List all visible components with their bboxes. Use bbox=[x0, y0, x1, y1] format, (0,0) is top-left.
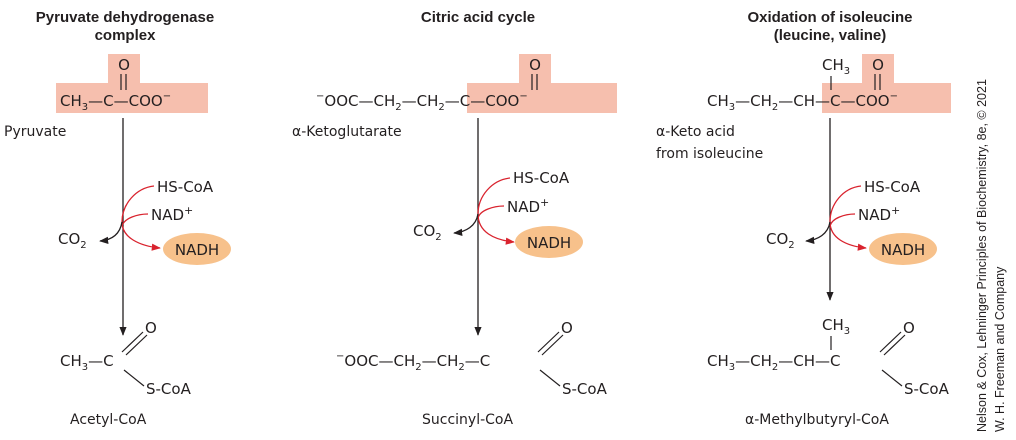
svg-text:O: O bbox=[145, 319, 157, 337]
svg-text:S-CoA: S-CoA bbox=[146, 380, 192, 398]
nadh-arrow-3 bbox=[829, 221, 867, 251]
substrate-name-pyruvate: Pyruvate bbox=[4, 124, 66, 140]
cofactor-hs-coa-1: HS-CoA bbox=[157, 178, 214, 196]
svg-text:CH3—C: CH3—C bbox=[60, 352, 114, 373]
panel-3-title-line1: Oxidation of isoleucine bbox=[747, 9, 912, 26]
product-nadh-1: NADH bbox=[175, 241, 219, 259]
svg-text:CH3: CH3 bbox=[822, 56, 850, 77]
svg-text:S-CoA: S-CoA bbox=[562, 380, 608, 398]
methylbutyryl-coa-structure: CH3 CH3—CH2—CH—C O S-CoA bbox=[707, 316, 950, 398]
svg-text:CH3—C—COO−: CH3—C—COO− bbox=[60, 91, 171, 113]
succinyl-coa-structure: −OOC—CH2—CH2—C O S-CoA bbox=[336, 319, 608, 398]
acetyl-coa-structure: CH3—C O S-CoA bbox=[60, 319, 192, 398]
co2-arrow-2 bbox=[453, 213, 479, 236]
svg-text:O: O bbox=[529, 56, 541, 74]
svg-text:−OOC—CH2—CH2—C: −OOC—CH2—CH2—C bbox=[336, 351, 490, 373]
cofactor-hs-coa-3: HS-CoA bbox=[864, 178, 921, 196]
product-name-succinyl-coa: Succinyl-CoA bbox=[422, 412, 513, 428]
credit-block: Nelson & Cox, Lehninger Principles of Bi… bbox=[975, 79, 1007, 432]
byproduct-co2-3: CO2 bbox=[766, 230, 795, 251]
svg-text:O: O bbox=[872, 56, 884, 74]
hs-coa-arrow-3 bbox=[829, 185, 862, 223]
svg-text:CH3: CH3 bbox=[822, 316, 850, 337]
nad-arrow-2 bbox=[477, 205, 505, 219]
nad-arrow-3 bbox=[829, 213, 856, 227]
panel-3-title-line2: (leucine, valine) bbox=[774, 27, 887, 44]
ketoglutarate-highlight bbox=[467, 54, 617, 113]
panel-isoleucine-oxidation: Oxidation of isoleucine (leucine, valine… bbox=[656, 9, 951, 428]
pyruvate-highlight bbox=[56, 54, 208, 113]
nadh-arrow-1 bbox=[121, 221, 161, 251]
hs-coa-arrow-2 bbox=[477, 177, 511, 215]
credit-line-2: W. H. Freeman and Company bbox=[993, 266, 1007, 432]
panel-2-title: Citric acid cycle bbox=[421, 9, 535, 26]
svg-text:S-CoA: S-CoA bbox=[904, 380, 950, 398]
svg-text:O: O bbox=[561, 319, 573, 337]
svg-text:CH3—CH2—CH—C: CH3—CH2—CH—C bbox=[707, 352, 841, 373]
nadh-badge-1 bbox=[163, 233, 231, 265]
panel-1-title-line2: complex bbox=[95, 27, 157, 44]
substrate-name-keto-acid-line1: α-Keto acid bbox=[656, 124, 735, 140]
substrate-name-keto-acid-line2: from isoleucine bbox=[656, 146, 763, 162]
nadh-arrow-2 bbox=[477, 213, 515, 245]
svg-text:CH3—CH2—CH—C—COO−: CH3—CH2—CH—C—COO− bbox=[707, 91, 898, 113]
pyruvate-structure: O CH3—C—COO− bbox=[60, 56, 171, 113]
nadh-badge-2 bbox=[515, 226, 583, 258]
hs-coa-arrow-1 bbox=[121, 185, 155, 223]
credit-line-1: Nelson & Cox, Lehninger Principles of Bi… bbox=[975, 79, 989, 432]
nad-arrow-1 bbox=[121, 213, 149, 227]
panel-pyruvate-dehydrogenase: Pyruvate dehydrogenase complex O CH3—C—C… bbox=[4, 9, 231, 428]
substrate-name-ketoglutarate: α-Ketoglutarate bbox=[292, 124, 402, 140]
product-name-methylbutyryl-coa: α-Methylbutyryl-CoA bbox=[745, 412, 889, 428]
cofactor-nad-2: NAD+ bbox=[507, 196, 549, 216]
cofactor-hs-coa-2: HS-CoA bbox=[513, 169, 570, 187]
byproduct-co2-1: CO2 bbox=[58, 230, 87, 251]
ketoglutarate-structure: O −OOC—CH2—CH2—C—COO− bbox=[316, 56, 541, 113]
svg-text:−OOC—CH2—CH2—C—COO−: −OOC—CH2—CH2—C—COO− bbox=[316, 91, 528, 113]
byproduct-co2-2: CO2 bbox=[413, 222, 442, 243]
co2-arrow-3 bbox=[805, 221, 831, 244]
panel-citric-acid-cycle: Citric acid cycle O −OOC—CH2—CH2—C—COO− … bbox=[292, 9, 617, 428]
product-nadh-3: NADH bbox=[881, 241, 925, 259]
product-name-acetyl-coa: Acetyl-CoA bbox=[70, 412, 147, 428]
co2-arrow-1 bbox=[99, 221, 123, 244]
keto-acid-highlight bbox=[822, 54, 951, 113]
panel-1-title-line1: Pyruvate dehydrogenase bbox=[36, 9, 214, 26]
keto-acid-structure: CH3 O CH3—CH2—CH—C—COO− bbox=[707, 56, 898, 113]
cofactor-nad-1: NAD+ bbox=[151, 204, 193, 224]
svg-text:O: O bbox=[903, 319, 915, 337]
cofactor-nad-3: NAD+ bbox=[858, 204, 900, 224]
svg-text:O: O bbox=[118, 56, 130, 74]
product-nadh-2: NADH bbox=[527, 234, 571, 252]
nadh-badge-3 bbox=[869, 233, 937, 265]
